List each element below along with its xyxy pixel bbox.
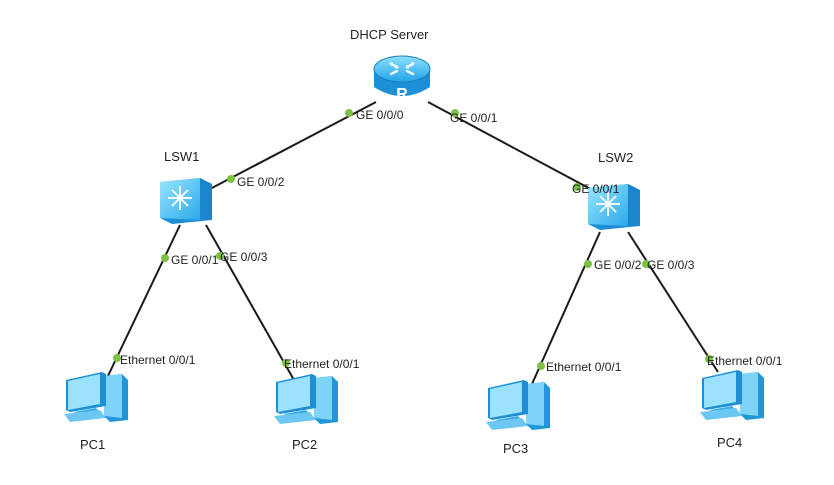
port-label-lsw1-ge002: GE 0/0/2 <box>237 175 285 189</box>
port-label-pc3-eth: Ethernet 0/0/1 <box>546 360 622 374</box>
pc3-label: PC3 <box>503 441 529 456</box>
port-dot-lsw2-ge002 <box>584 260 592 268</box>
link-router-lsw2[interactable] <box>427 101 599 194</box>
pc3-device[interactable] <box>484 378 552 432</box>
pc2-device[interactable] <box>272 372 340 426</box>
link-lsw2-pc4[interactable] <box>627 231 719 373</box>
link-lsw2-pc3[interactable] <box>531 231 601 385</box>
port-dot-router-ge001 <box>451 109 459 117</box>
svg-text:R: R <box>396 86 408 103</box>
lsw1-label: LSW1 <box>164 149 200 164</box>
port-label-lsw2-ge001: GE 0/0/1 <box>572 182 620 196</box>
port-label-pc4-eth: Ethernet 0/0/1 <box>707 354 783 368</box>
lsw2-label: LSW2 <box>598 150 634 165</box>
port-label-lsw1-ge001: GE 0/0/1 <box>171 253 219 267</box>
port-label-lsw2-ge003: GE 0/0/3 <box>647 258 695 272</box>
pc-icon <box>700 370 764 420</box>
port-dot-router-ge000 <box>345 109 353 117</box>
pc4-device[interactable] <box>698 368 766 422</box>
port-dot-lsw1-ge003 <box>216 252 224 260</box>
switch-icon <box>588 184 640 230</box>
lsw2-device[interactable] <box>588 182 640 232</box>
port-label-pc1-eth: Ethernet 0/0/1 <box>120 353 196 367</box>
pc4-label: PC4 <box>717 435 743 450</box>
port-label-lsw2-ge002: GE 0/0/2 <box>594 258 642 272</box>
port-dot-lsw2-ge001 <box>573 183 581 191</box>
port-label-router-ge000: GE 0/0/0 <box>356 108 404 122</box>
pc-icon <box>64 372 128 422</box>
port-label-pc2-eth: Ethernet 0/0/1 <box>284 357 360 371</box>
port-dot-pc3-eth <box>537 362 545 370</box>
pc1-device[interactable] <box>62 370 130 424</box>
pc-icon <box>486 380 550 430</box>
port-dot-lsw2-ge003 <box>642 260 650 268</box>
router-icon: R <box>373 55 431 103</box>
port-dot-pc4-eth <box>705 355 713 363</box>
port-dot-pc1-eth <box>113 354 121 362</box>
port-label-router-ge001: GE 0/0/1 <box>450 111 498 125</box>
port-dot-lsw1-ge002 <box>227 175 235 183</box>
link-lsw1-pc1[interactable] <box>106 224 181 379</box>
link-lsw1-pc2[interactable] <box>205 224 295 381</box>
port-label-lsw1-ge003: GE 0/0/3 <box>220 250 268 264</box>
lsw1-device[interactable] <box>160 176 212 226</box>
switch-icon <box>160 178 212 224</box>
port-dot-pc2-eth <box>282 359 290 367</box>
router-device[interactable]: R <box>372 53 432 105</box>
pc-icon <box>274 374 338 424</box>
pc1-label: PC1 <box>80 437 106 452</box>
router-label: DHCP Server <box>350 27 429 42</box>
port-dot-lsw1-ge001 <box>161 254 169 262</box>
pc2-label: PC2 <box>292 437 318 452</box>
